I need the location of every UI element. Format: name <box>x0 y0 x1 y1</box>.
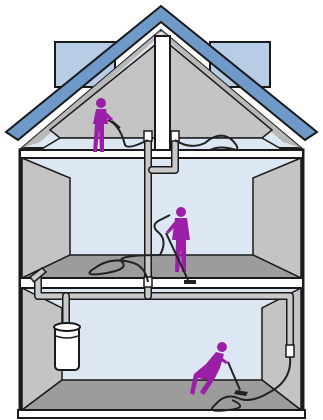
wall-inlet-icon <box>144 131 152 141</box>
middle-floor-slab <box>20 278 303 288</box>
wall-inlet-icon <box>171 131 179 141</box>
wall-inlet-icon <box>286 345 294 357</box>
attic-floor-slab <box>20 150 303 158</box>
central-vacuum-unit-icon <box>54 323 80 370</box>
attic-divider <box>155 36 170 150</box>
floor-nozzle-icon <box>184 280 196 284</box>
middle-room-floor <box>22 255 301 278</box>
ground-room-floor <box>22 380 301 410</box>
ground-slab <box>18 410 305 418</box>
